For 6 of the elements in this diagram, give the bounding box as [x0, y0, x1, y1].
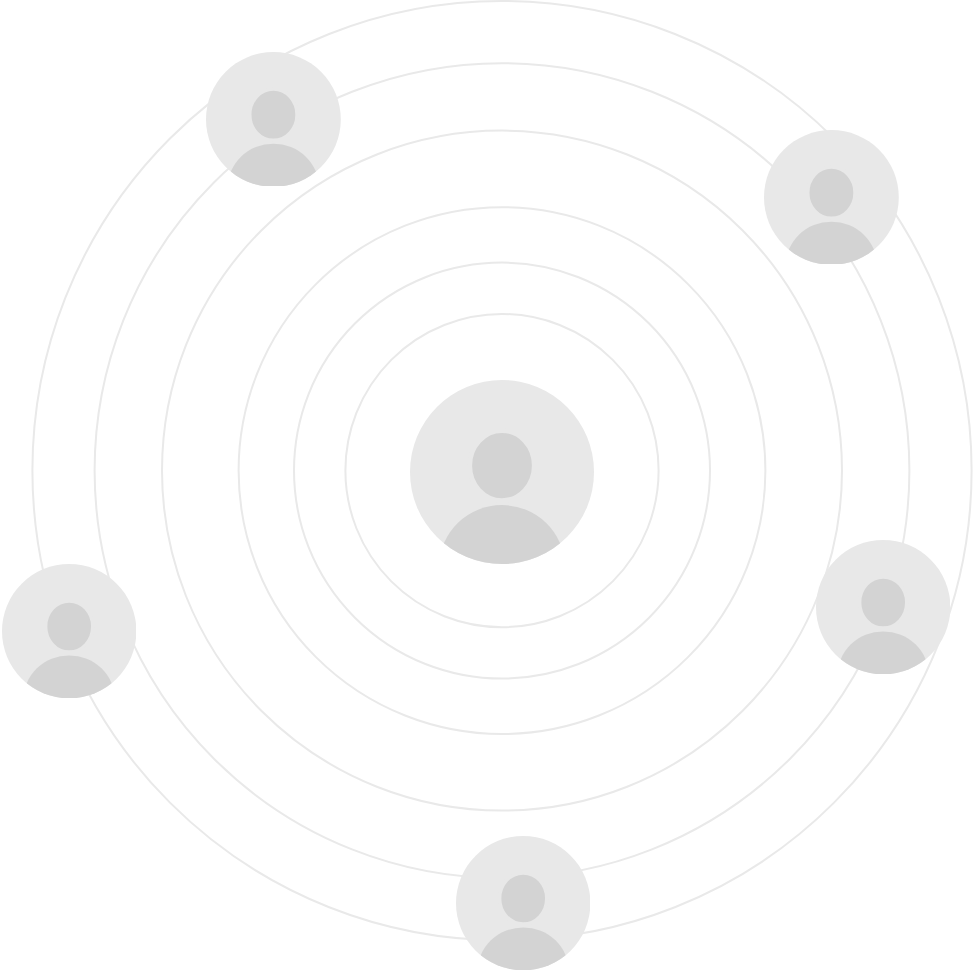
user-avatar-icon [456, 836, 591, 971]
user-avatar-icon [764, 129, 900, 265]
user-avatar-icon [206, 51, 342, 186]
user-avatar-icon [1, 563, 136, 699]
user-avatar-icon [816, 540, 951, 675]
user-avatar-icon [410, 380, 594, 564]
